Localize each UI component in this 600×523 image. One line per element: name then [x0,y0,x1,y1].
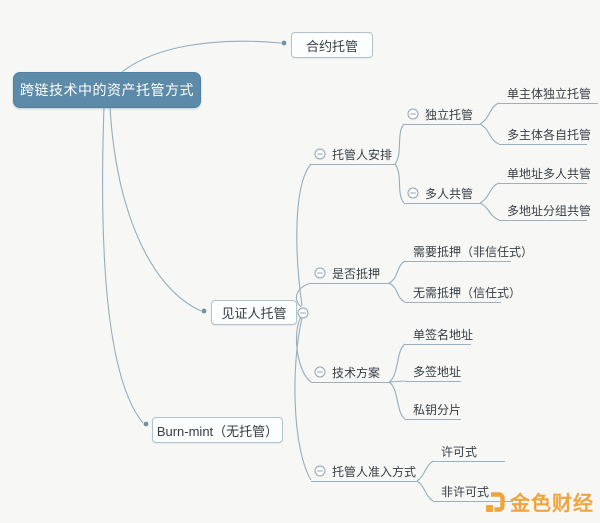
leaf-permissionless[interactable]: 非许可式 [433,481,513,502]
branch-collateral-requirement-label: 是否抵押 [332,266,381,281]
leaf-multi-address-group[interactable]: 多地址分组共管 [499,200,591,221]
node-burn-mint-label: Burn-mint（无托管） [156,423,279,439]
branch-joint-custody-label: 多人共管 [425,186,474,201]
branch-independent-custody[interactable]: 独立托管 [404,104,480,125]
leaf-collateral-required[interactable]: 需要抵押（非信任式） [405,241,533,262]
leaf-label: 单主体独立托管 [507,86,592,101]
node-witness-custody[interactable]: 见证人托管 [211,300,297,325]
branch-admission-method-label: 托管人准入方式 [332,464,417,479]
leaf-private-key-sharding[interactable]: 私钥分片 [405,399,461,420]
leaf-label: 多签地址 [413,364,462,379]
leaf-label: 许可式 [441,444,478,459]
minus-circle-icon[interactable] [314,465,326,477]
witness-collapse-minus-icon[interactable] [297,306,309,319]
minus-circle-icon[interactable] [407,187,419,199]
branch-technical-scheme[interactable]: 技术方案 [311,362,389,383]
minus-circle-icon[interactable] [314,148,326,160]
node-contract-custody[interactable]: 合约托管 [291,32,373,58]
branch-independent-custody-label: 独立托管 [425,107,474,122]
leaf-permissioned[interactable]: 许可式 [433,441,505,462]
leaf-label: 多主体各自托管 [507,127,592,142]
minus-circle-icon[interactable] [314,267,326,279]
leaf-label: 需要抵押（非信任式） [413,244,534,259]
node-root-label: 跨链技术中的资产托管方式 [20,82,194,98]
watermark: 金色财经 [483,487,594,516]
node-burn-mint[interactable]: Burn-mint（无托管） [152,417,283,443]
node-contract-custody-label: 合约托管 [305,38,358,54]
branch-custodian-arrangement[interactable]: 托管人安排 [311,144,395,165]
leaf-label: 单签名地址 [413,327,474,342]
leaf-label: 无需抵押（信任式） [413,285,522,300]
leaf-no-collateral[interactable]: 无需抵押（信任式） [405,282,521,303]
leaf-single-entity-custody[interactable]: 单主体独立托管 [499,83,598,104]
jinse-finance-logo-icon [486,491,505,512]
node-witness-custody-label: 见证人托管 [221,306,287,321]
branch-admission-method[interactable]: 托管人准入方式 [311,461,417,482]
branch-custodian-arrangement-label: 托管人安排 [332,147,393,162]
minus-circle-icon[interactable] [314,366,326,378]
node-root[interactable]: 跨链技术中的资产托管方式 [13,72,201,108]
leaf-multisig-address[interactable]: 多签地址 [405,361,461,382]
leaf-single-sig-address[interactable]: 单签名地址 [405,324,474,345]
leaf-label: 单地址多人共管 [507,166,592,181]
leaf-label: 多地址分组共管 [507,203,592,218]
connector-end-dots [143,40,287,427]
branch-technical-scheme-label: 技术方案 [332,365,381,380]
leaf-label: 私钥分片 [413,402,462,417]
leaf-label: 非许可式 [441,484,490,499]
leaf-multi-entity-custody[interactable]: 多主体各自托管 [499,124,591,145]
branch-joint-custody[interactable]: 多人共管 [404,183,480,204]
branch-collateral-requirement[interactable]: 是否抵押 [311,263,389,284]
minus-circle-icon[interactable] [407,108,419,120]
leaf-single-address-joint[interactable]: 单地址多人共管 [499,163,591,184]
watermark-label: 金色财经 [510,493,594,515]
